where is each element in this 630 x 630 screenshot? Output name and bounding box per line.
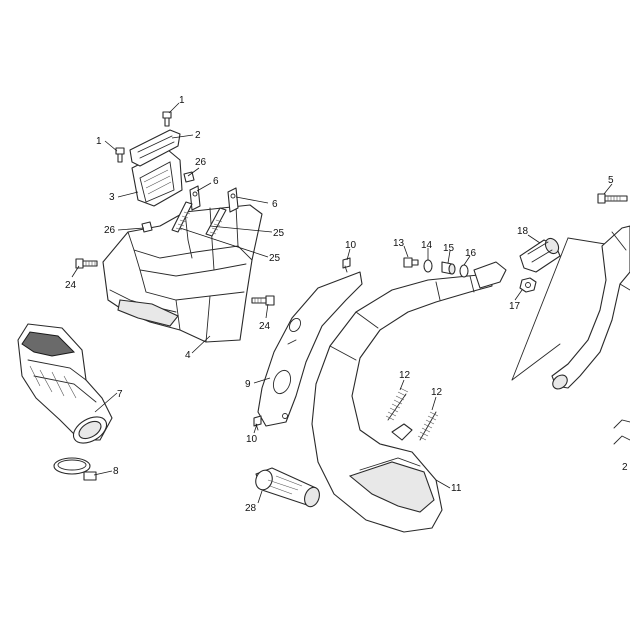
callout-25a: 25 [273, 228, 285, 239]
bolt-part-5 [597, 193, 628, 204]
spacer-part-15 [441, 261, 456, 275]
callout-9: 9 [245, 379, 251, 390]
bolt-part-24a [75, 258, 98, 269]
callout-1a: 1 [179, 95, 185, 106]
callout-15: 15 [443, 243, 455, 254]
callout-18: 18 [517, 226, 529, 237]
callout-8: 8 [113, 466, 119, 477]
callout-5: 5 [608, 175, 614, 186]
stud-part-25b [205, 207, 227, 237]
intake-boot-part-7 [17, 323, 113, 444]
bolt-part-24b [251, 295, 275, 306]
callout-2-edge: 2 [622, 462, 628, 473]
callout-1b: 1 [96, 136, 102, 147]
callout-labels: 1 1 2 3 26 6 6 26 25 25 24 24 4 7 8 9 10… [65, 95, 628, 514]
rubber-sleeve-part-18 [519, 237, 561, 273]
callout-2: 2 [195, 130, 201, 141]
spring-part-12b [417, 411, 439, 441]
callout-25b: 25 [269, 253, 281, 264]
callout-4: 4 [185, 350, 191, 361]
callout-14: 14 [421, 240, 433, 251]
callout-10b: 10 [246, 434, 258, 445]
washer-part-16 [459, 264, 469, 278]
callout-24b: 24 [259, 321, 271, 332]
callout-28: 28 [245, 503, 257, 514]
callout-6b: 6 [272, 199, 278, 210]
nut-part-17 [519, 277, 537, 293]
stud-part-25a [171, 201, 193, 233]
screw-part-10b [253, 415, 262, 431]
callout-3: 3 [109, 192, 115, 203]
clamp-edge-partial [613, 419, 630, 445]
callout-11: 11 [451, 483, 462, 494]
callout-12a: 12 [399, 370, 411, 381]
screw-part-10a [342, 257, 351, 273]
callout-26a: 26 [195, 157, 207, 168]
bolt-part-13 [403, 257, 419, 268]
callout-24a: 24 [65, 280, 77, 291]
hose-clamp-part-8 [53, 457, 97, 481]
callout-13: 13 [393, 238, 405, 249]
callout-7: 7 [117, 389, 123, 400]
washer-part-14 [423, 259, 433, 273]
screw-part-1a [162, 111, 172, 127]
spring-hook-tab [391, 423, 413, 441]
packing-sleeve-part-28 [255, 467, 320, 508]
exhaust-pipe-part-11 [311, 261, 507, 533]
spring-part-12a [385, 387, 409, 421]
callout-12b: 12 [431, 387, 443, 398]
screw-part-1b [115, 147, 125, 163]
heat-shield-part-9 [257, 271, 363, 427]
callout-6a: 6 [213, 176, 219, 187]
silencer-inset-panel [511, 225, 630, 390]
callout-16: 16 [465, 248, 477, 259]
callout-10a: 10 [345, 240, 357, 251]
airbox-part-4 [102, 204, 263, 343]
clip-part-26b [141, 221, 153, 233]
leader-lines [71, 102, 613, 504]
cover-plate-part-2 [129, 129, 181, 167]
callout-17: 17 [509, 301, 521, 312]
bracket-part-6a [189, 185, 201, 211]
clip-part-26a [183, 171, 195, 183]
bracket-part-6b [227, 187, 239, 213]
callout-26b: 26 [104, 225, 116, 236]
